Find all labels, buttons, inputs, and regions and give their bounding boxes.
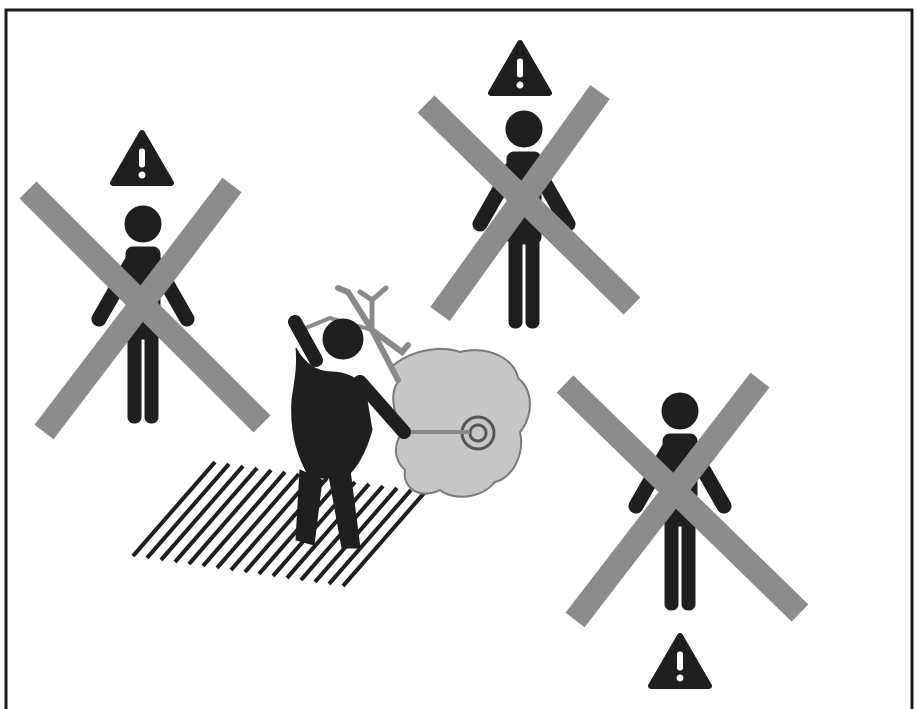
- soil-furrow-line: [147, 464, 229, 558]
- warning-triangle-icon: [491, 43, 549, 93]
- warning-triangle-icon: [113, 133, 171, 183]
- warning-triangle-icon: [651, 636, 709, 686]
- soil-furrow-line: [175, 468, 257, 562]
- bystander-left: [28, 133, 262, 432]
- bystander-right: [565, 380, 800, 686]
- soil-furrow-line: [203, 472, 285, 566]
- bystander-top-center: [426, 43, 632, 328]
- soil-furrow-line: [217, 474, 299, 568]
- soil-furrow-line: [133, 462, 215, 556]
- soil-furrow-line: [189, 470, 271, 564]
- soil-furrow-line: [161, 466, 243, 560]
- tilled-soil-hatch: [133, 462, 425, 586]
